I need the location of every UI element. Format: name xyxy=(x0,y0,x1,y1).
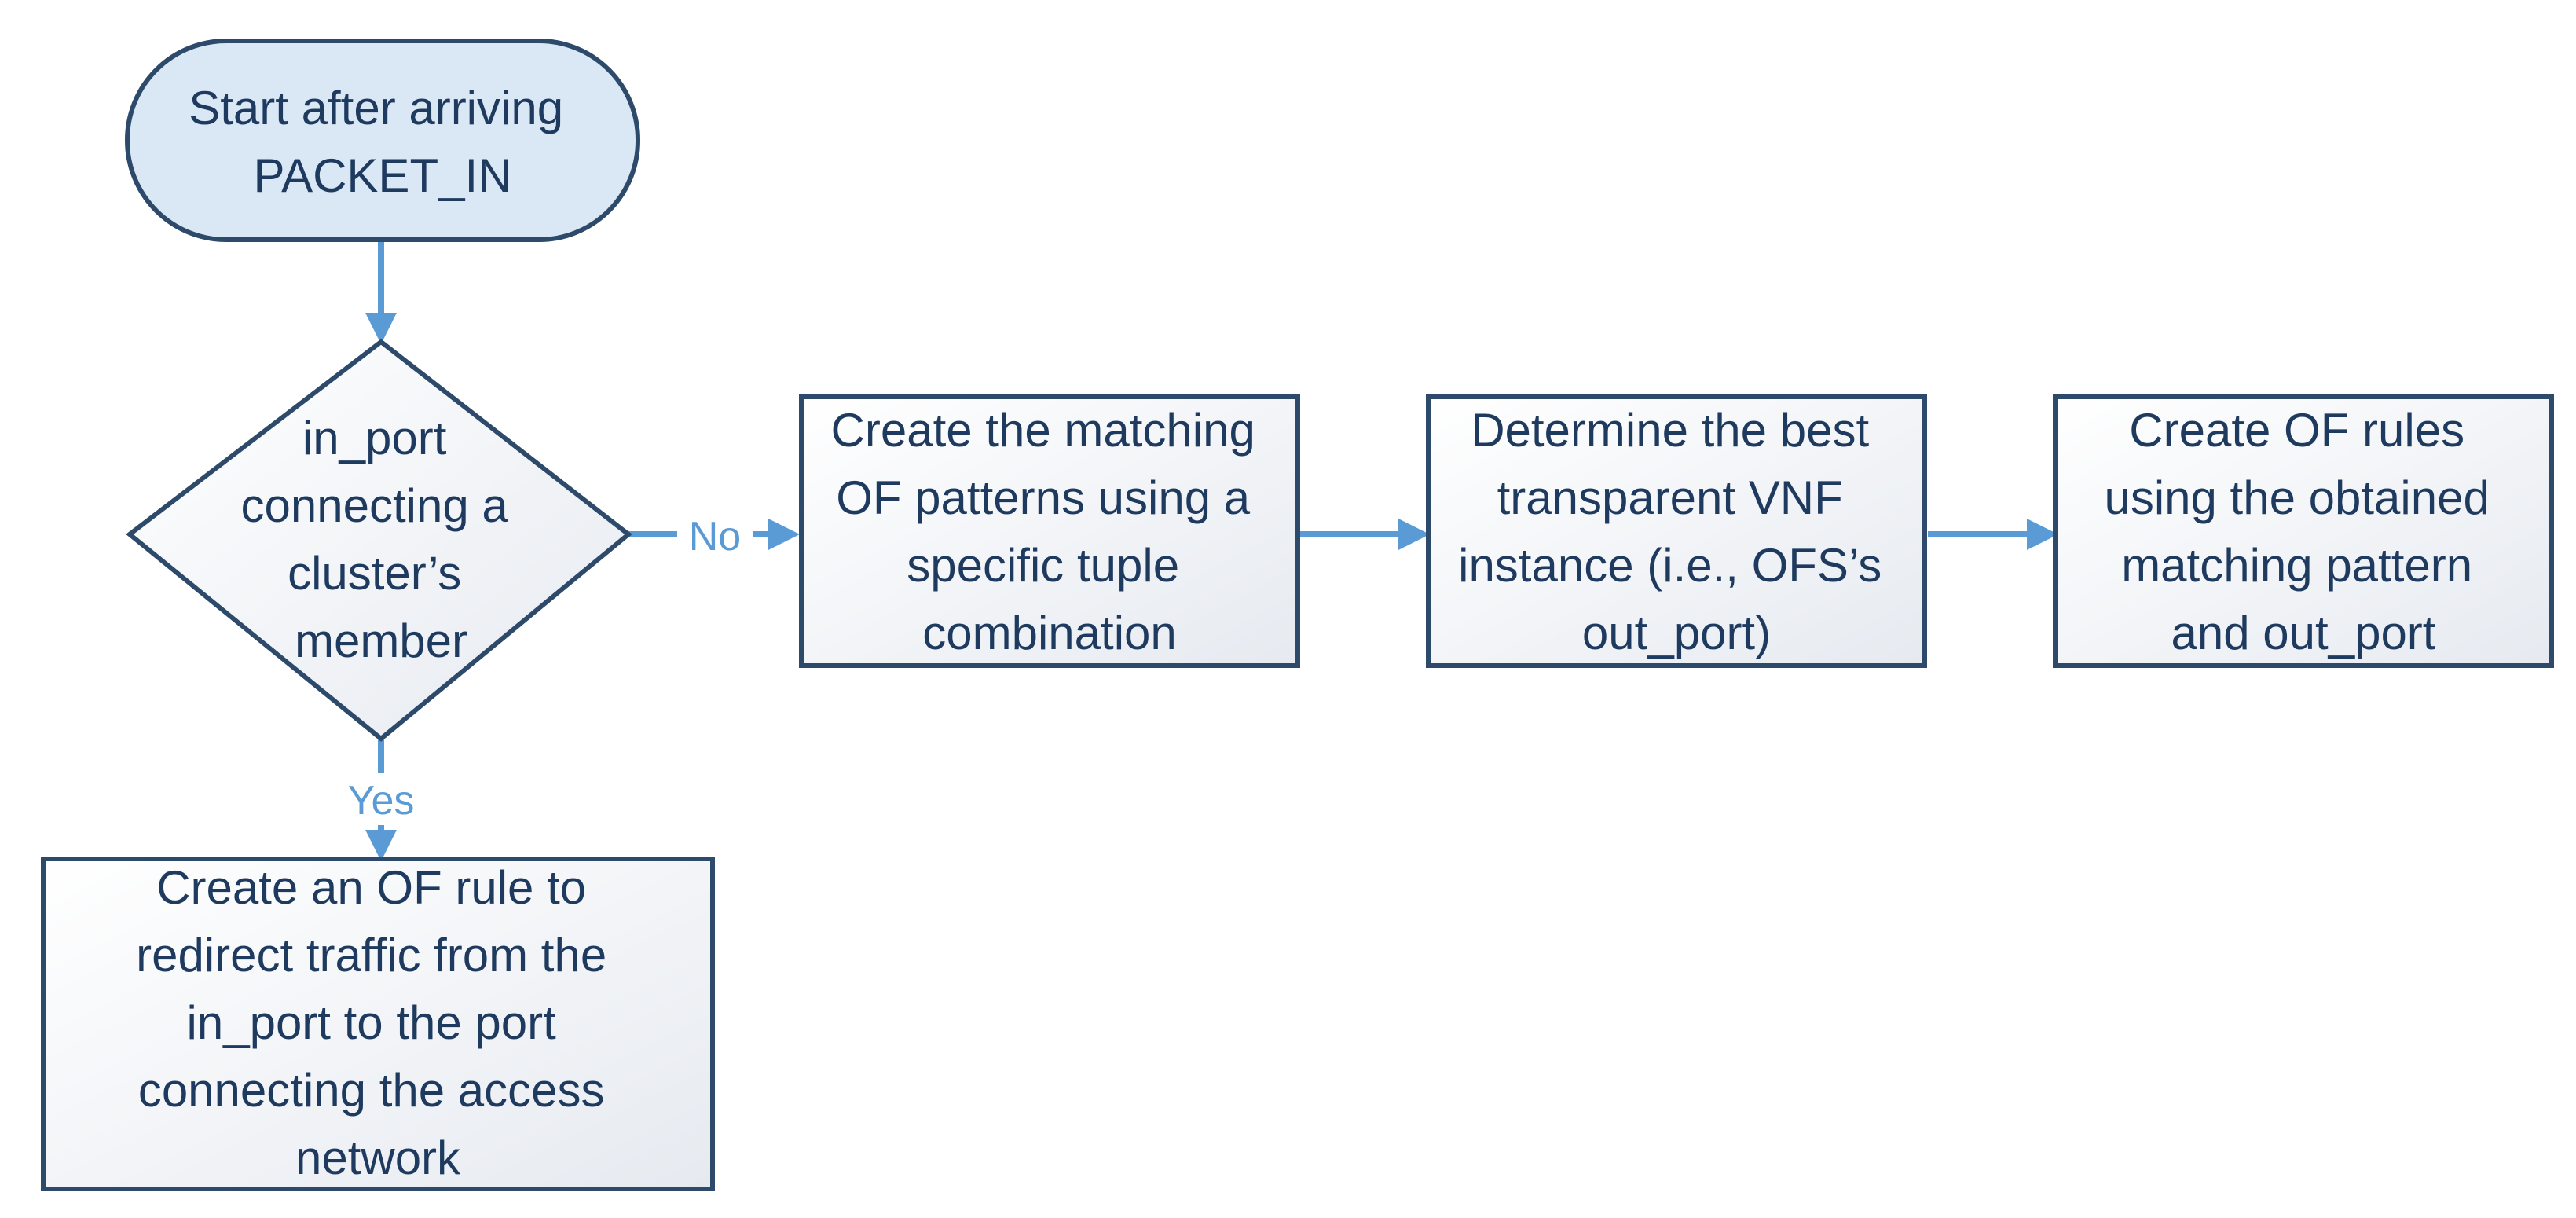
create-patterns-text: Create the matching OF patterns using a … xyxy=(831,404,1269,659)
start-node: Start after arriving PACKET_IN xyxy=(125,39,640,242)
create-patterns-line: OF patterns using a xyxy=(836,471,1251,524)
decision-line: cluster’s xyxy=(288,547,461,600)
start-line: Start after arriving xyxy=(189,82,563,134)
create-patterns-line: Create the matching xyxy=(831,404,1255,457)
determine-vnf-text: Determine the best transparent VNF insta… xyxy=(1458,404,1895,659)
decision-node-text: in_port connecting a cluster’s member xyxy=(241,412,522,667)
create-patterns-line: combination xyxy=(922,607,1177,659)
create-patterns-line: specific tuple xyxy=(907,539,1179,592)
redirect-line: in_port to the port xyxy=(187,996,557,1049)
redirect-line: Create an OF rule to xyxy=(156,861,586,914)
determine-vnf-node: Determine the best transparent VNF insta… xyxy=(1426,394,1927,668)
redirect-line: connecting the access xyxy=(138,1064,605,1117)
create-rules-line: using the obtained xyxy=(2104,471,2489,524)
create-rules-text: Create OF rules using the obtained match… xyxy=(2104,404,2502,659)
redirect-text: Create an OF rule to redirect traffic fr… xyxy=(136,861,620,1184)
start-line: PACKET_IN xyxy=(254,149,512,202)
determine-vnf-line: out_port) xyxy=(1582,607,1771,659)
start-node-text: Start after arriving PACKET_IN xyxy=(189,82,577,202)
decision-line: member xyxy=(295,615,467,667)
create-rules-node: Create OF rules using the obtained match… xyxy=(2053,394,2554,668)
create-rules-line: matching pattern xyxy=(2121,539,2472,592)
redirect-line: redirect traffic from the xyxy=(136,929,606,981)
redirect-line: network xyxy=(295,1132,461,1184)
edge-label-yes: Yes xyxy=(348,778,415,824)
decision-line: connecting a xyxy=(241,479,509,532)
decision-node: in_port connecting a cluster’s member xyxy=(126,339,632,742)
determine-vnf-line: Determine the best xyxy=(1471,404,1869,457)
edge-label-no: No xyxy=(689,514,741,559)
create-rules-line: Create OF rules xyxy=(2129,404,2464,457)
create-rules-line: and out_port xyxy=(2171,607,2436,659)
create-patterns-node: Create the matching OF patterns using a … xyxy=(799,394,1300,668)
redirect-node: Create an OF rule to redirect traffic fr… xyxy=(41,857,715,1191)
determine-vnf-line: transparent VNF xyxy=(1497,471,1843,524)
determine-vnf-line: instance (i.e., OFS’s xyxy=(1458,539,1882,592)
decision-line: in_port xyxy=(302,412,447,464)
